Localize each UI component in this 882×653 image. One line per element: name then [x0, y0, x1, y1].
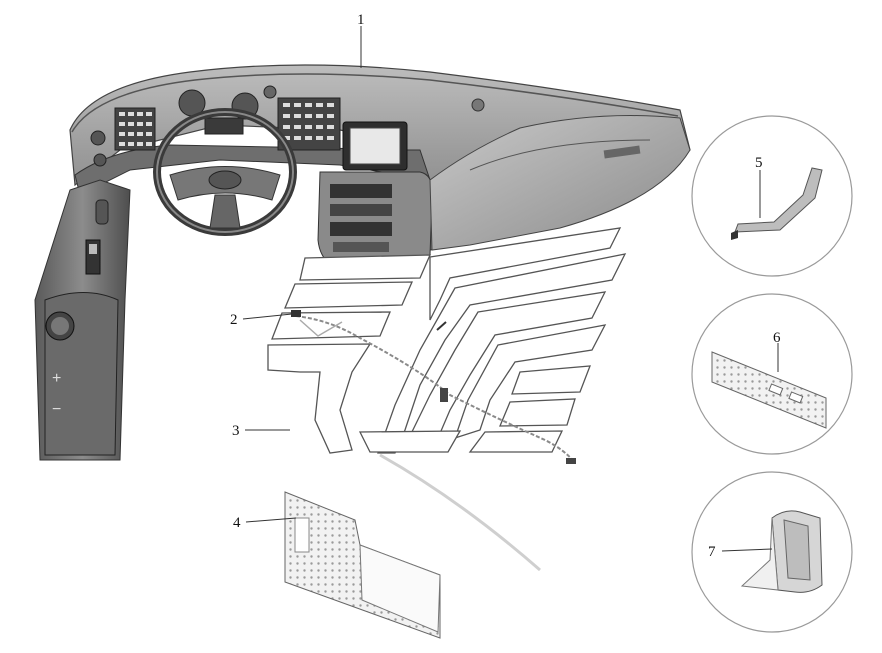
- steering-wheel: [153, 108, 297, 236]
- callout-7: 7: [708, 544, 716, 560]
- svg-text:+: +: [52, 370, 61, 387]
- callout-6: 6: [773, 330, 781, 346]
- left-side-console: + −: [34, 179, 131, 461]
- trim-strip-icon: [734, 167, 823, 233]
- center-console: [317, 171, 433, 279]
- inset-part-6: [691, 293, 853, 455]
- display-screen: [342, 121, 408, 171]
- trim-panel-set: [267, 227, 627, 454]
- inset-part-7: [691, 471, 853, 633]
- left-switch-cluster: [90, 107, 156, 167]
- callout-1: 1: [357, 12, 365, 28]
- leader-lines: [242, 26, 779, 552]
- callout-5: 5: [755, 155, 763, 171]
- callout-2: 2: [230, 312, 238, 328]
- rear-panel: [284, 491, 441, 639]
- bracket-icon: [740, 510, 823, 593]
- inset-part-5: [691, 115, 853, 277]
- callout-3: 3: [232, 423, 240, 439]
- dashboard-assembly: + −: [34, 64, 691, 461]
- svg-text:−: −: [52, 401, 61, 418]
- wiring-harness: [291, 310, 576, 572]
- callout-4: 4: [233, 515, 241, 531]
